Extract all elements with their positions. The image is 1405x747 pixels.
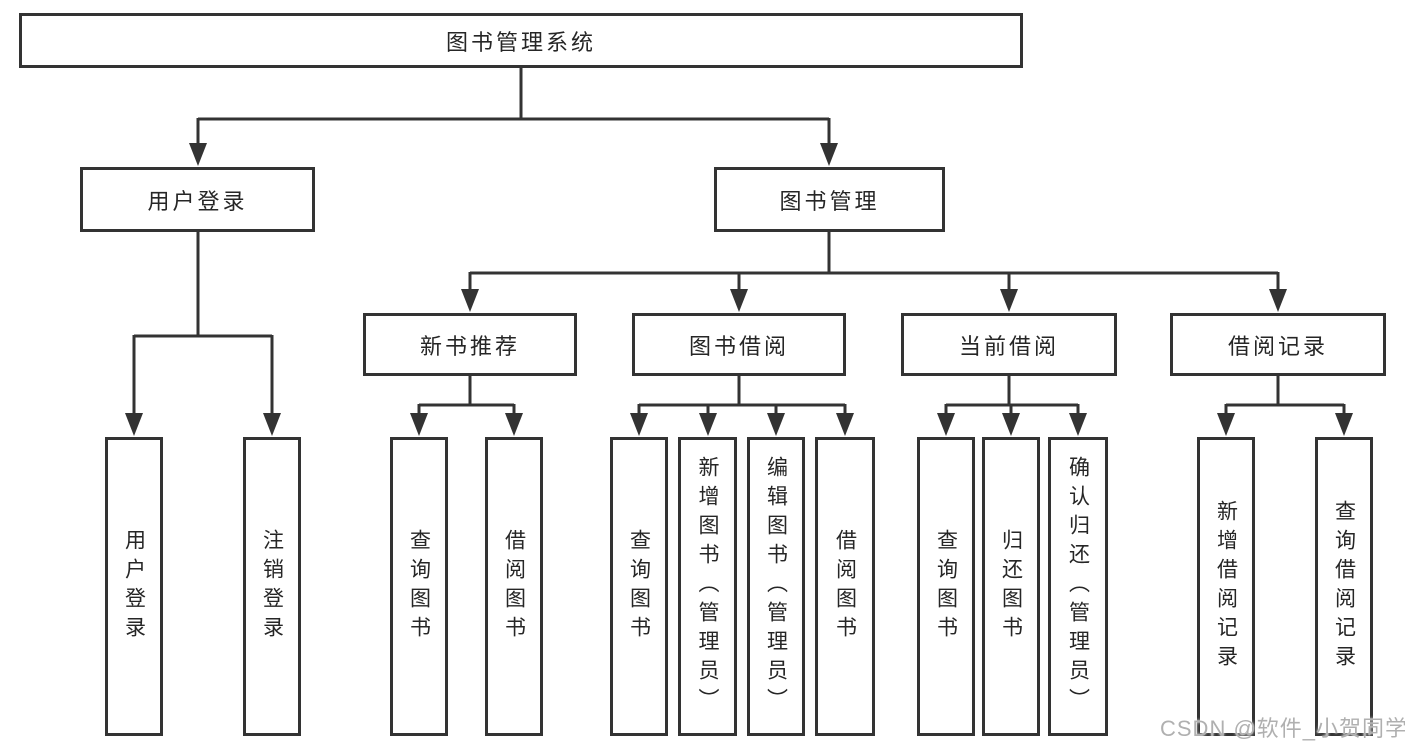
leaf-user-login: 用户登录 xyxy=(105,437,163,736)
leaf-confirm-return-admin: 确认归还（管理员） xyxy=(1048,437,1108,736)
node-user-login: 用户登录 xyxy=(80,167,315,232)
arrowheads-new-books-children xyxy=(410,413,523,436)
arrowheads-level3 xyxy=(461,289,1287,312)
connector-book-borrow-to-children xyxy=(637,375,847,414)
connector-borrow-records-to-children xyxy=(1224,375,1346,414)
node-new-book-recommend: 新书推荐 xyxy=(363,313,577,376)
csdn-watermark: CSDN @软件_小贺同学 xyxy=(1160,716,1405,741)
connector-book-mgmt-to-level3 xyxy=(468,231,1280,290)
leaf-add-borrow-record: 新增借阅记录 xyxy=(1197,437,1255,736)
leaf-query-books-current: 查询图书 xyxy=(917,437,975,736)
node-root-library-system: 图书管理系统 xyxy=(19,13,1023,68)
arrowheads-book-borrow-children xyxy=(630,413,854,436)
node-book-management: 图书管理 xyxy=(714,167,945,232)
leaf-borrow-books: 借阅图书 xyxy=(815,437,875,736)
node-borrow-records: 借阅记录 xyxy=(1170,313,1386,376)
connector-root-to-level2 xyxy=(196,67,831,145)
connector-new-books-to-children xyxy=(417,375,516,414)
arrowheads-current-borrow-children xyxy=(937,413,1087,436)
connector-current-borrow-to-children xyxy=(944,375,1080,414)
leaf-return-books: 归还图书 xyxy=(982,437,1040,736)
leaf-borrow-books-recommend: 借阅图书 xyxy=(485,437,543,736)
arrowheads-level2 xyxy=(189,143,838,166)
leaf-logout: 注销登录 xyxy=(243,437,301,736)
node-current-borrowing: 当前借阅 xyxy=(901,313,1117,376)
leaf-edit-books-admin: 编辑图书（管理员） xyxy=(747,437,805,736)
leaf-query-books-recommend: 查询图书 xyxy=(390,437,448,736)
leaf-query-books-borrow: 查询图书 xyxy=(610,437,668,736)
leaf-add-books-admin: 新增图书（管理员） xyxy=(678,437,737,736)
arrowheads-borrow-records-children xyxy=(1217,413,1353,436)
arrowheads-user-login-children xyxy=(125,413,281,436)
connector-user-login-to-children xyxy=(132,231,274,414)
node-book-borrowing: 图书借阅 xyxy=(632,313,846,376)
leaf-query-borrow-record: 查询借阅记录 xyxy=(1315,437,1373,736)
